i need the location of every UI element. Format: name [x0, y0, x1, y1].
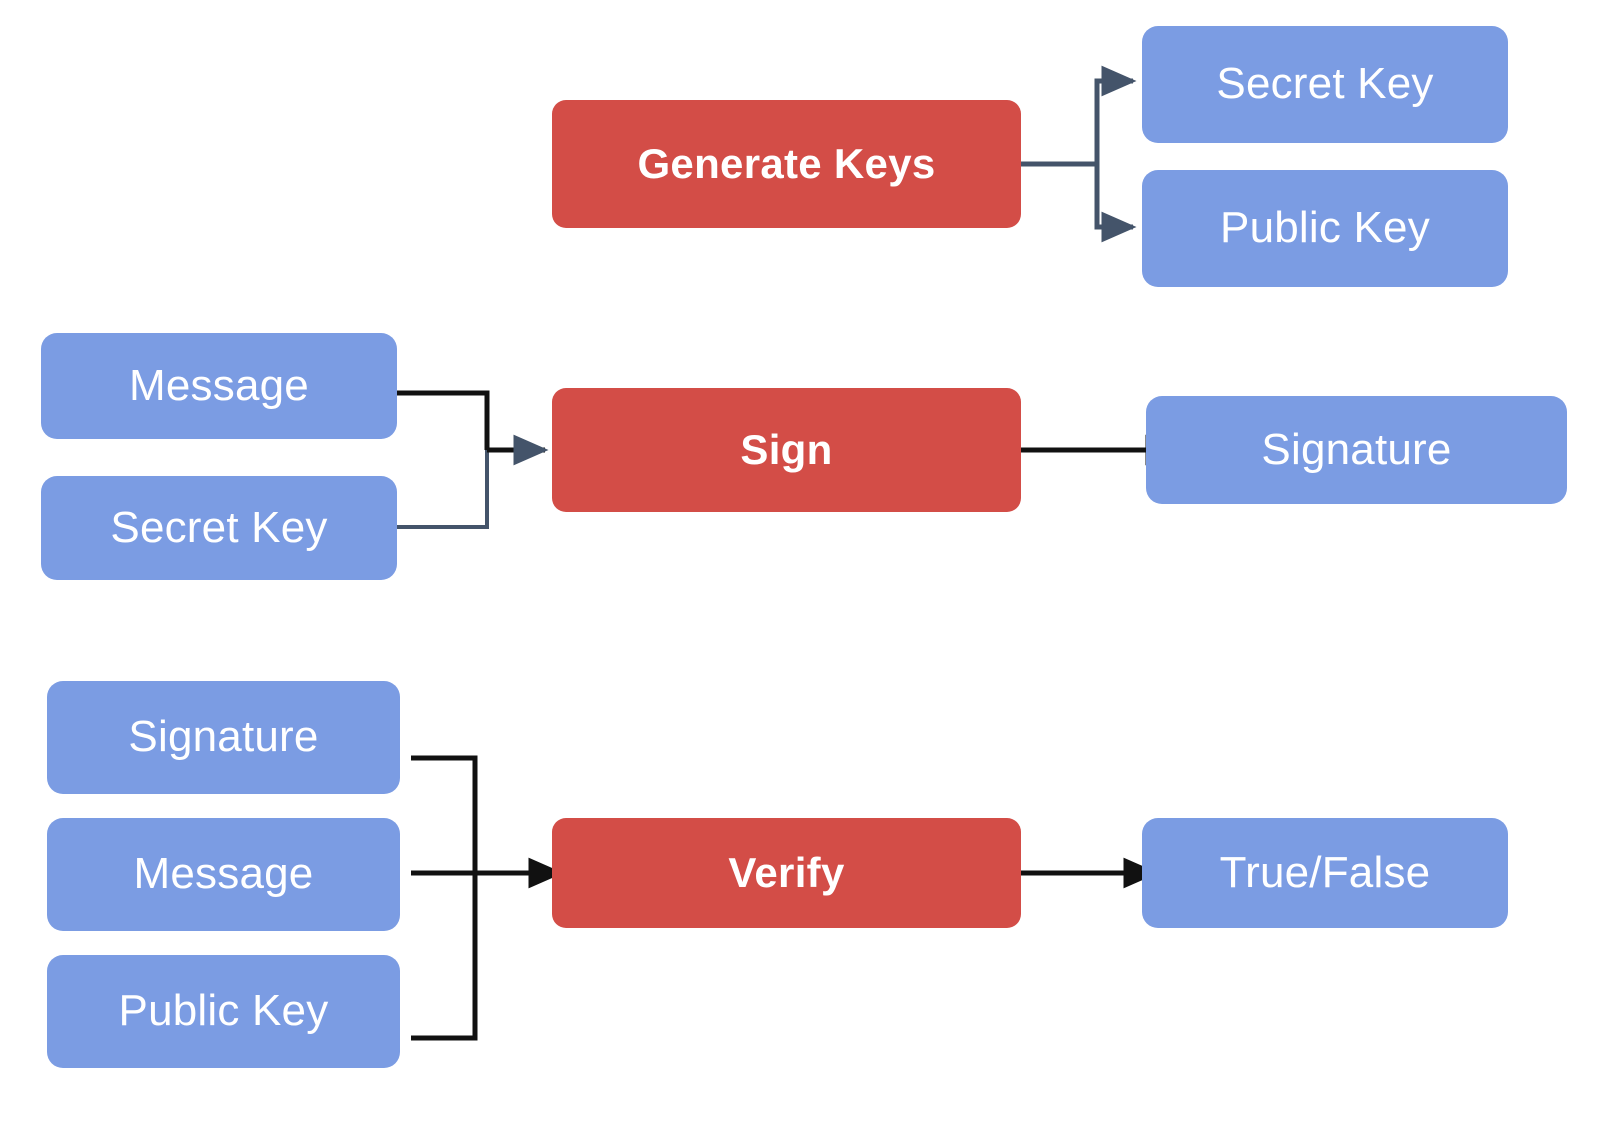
- edge-message-to-sign: [397, 390, 490, 450]
- node-verify[interactable]: Verify: [552, 818, 1021, 928]
- edge-generate-keys-to-secret-key: [1021, 65, 1137, 167]
- node-secret-key-output[interactable]: Secret Key: [1142, 26, 1508, 143]
- edge-secret-key-to-sign: [397, 450, 489, 529]
- node-true-false-output[interactable]: True/False: [1142, 818, 1508, 928]
- node-signature-verify-input[interactable]: Signature: [47, 681, 400, 794]
- node-sign[interactable]: Sign: [552, 388, 1021, 512]
- node-public-key-verify-input[interactable]: Public Key: [47, 955, 400, 1068]
- node-public-key-output[interactable]: Public Key: [1142, 170, 1508, 287]
- node-signature-output[interactable]: Signature: [1146, 396, 1567, 504]
- edge-generate-keys-to-public-key: [1094, 164, 1137, 243]
- node-message-verify-input[interactable]: Message: [47, 818, 400, 931]
- node-message-sign-input[interactable]: Message: [41, 333, 397, 439]
- node-secret-key-sign-input[interactable]: Secret Key: [41, 476, 397, 580]
- edge-public-key-to-verify: [411, 873, 478, 1041]
- node-generate-keys[interactable]: Generate Keys: [552, 100, 1021, 228]
- edge-signature-to-verify: [411, 755, 478, 873]
